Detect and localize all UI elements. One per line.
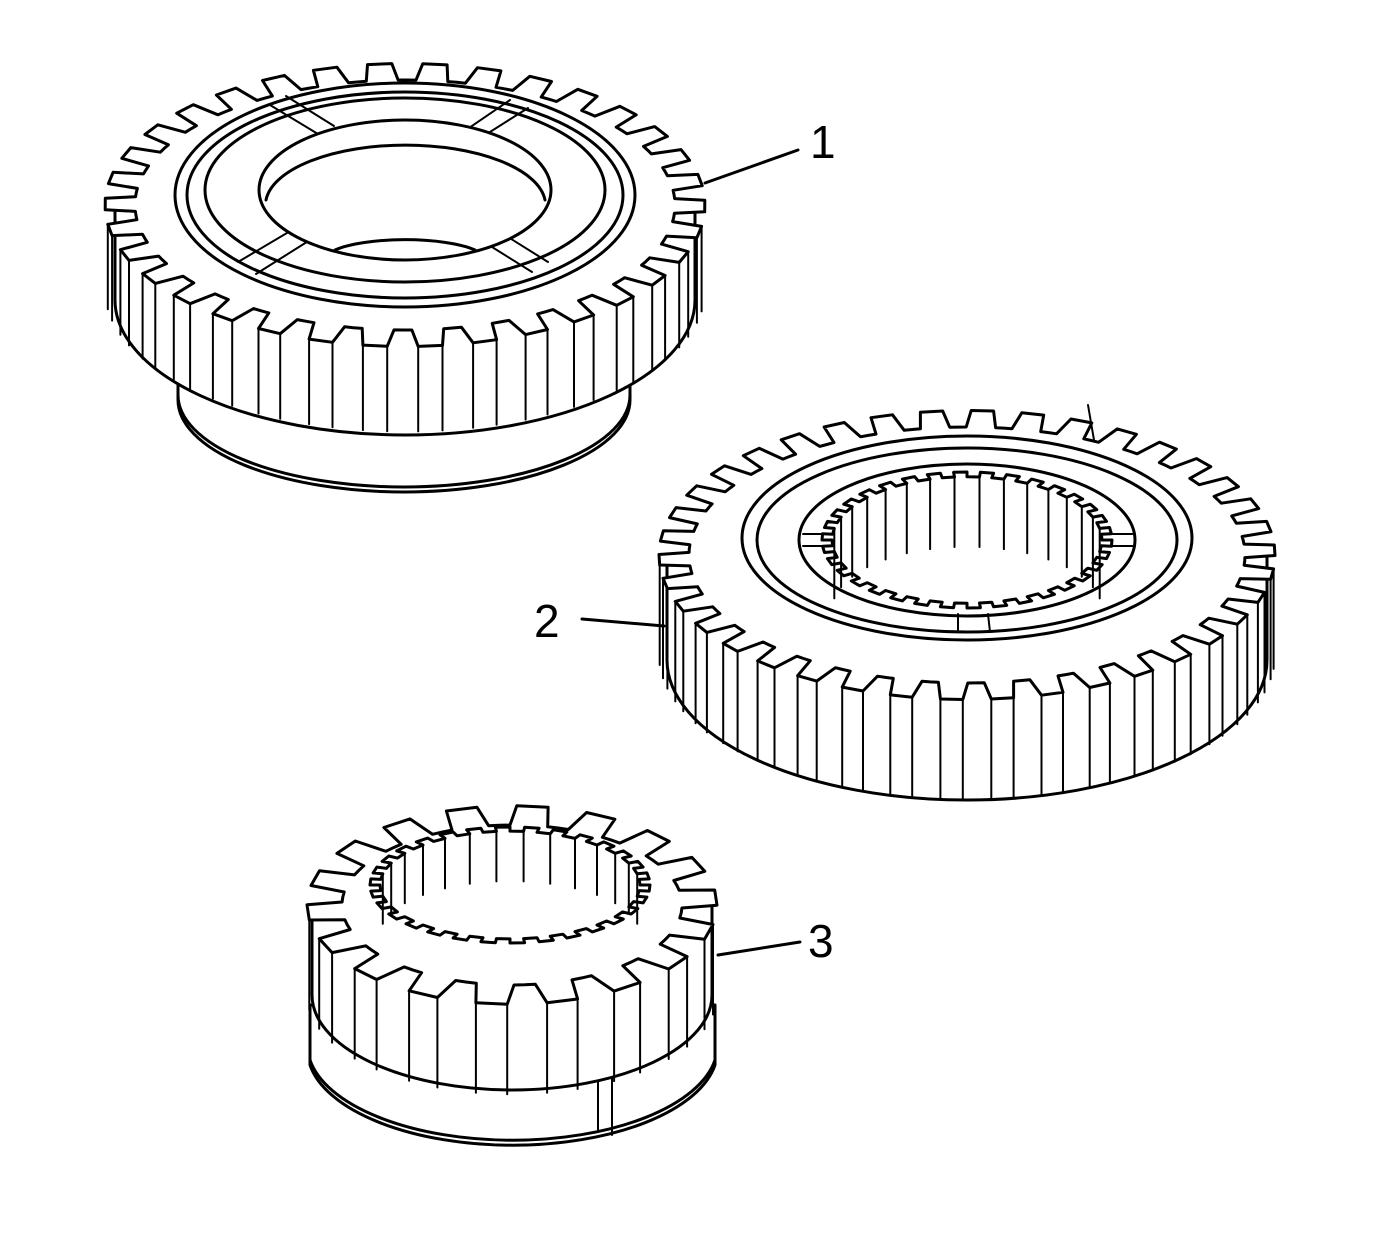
- gear-1: [103, 62, 707, 494]
- gear-1-face-slot-lower-left: [237, 229, 311, 275]
- gear-1-face-ring-inner-edge: [185, 90, 625, 300]
- gear-3: [305, 804, 719, 1147]
- gear-2-face-ring-inner: [755, 446, 1179, 634]
- gear-2: [657, 404, 1277, 802]
- gear-1-hub-bottom-edge: [176, 393, 632, 489]
- gear-3-spline-lines: [381, 830, 639, 925]
- gear-3-splined-bore: [368, 825, 652, 945]
- gear-2-spline-lines: [833, 476, 1101, 600]
- gear-1-face-slot-upper-left: [269, 95, 335, 135]
- gear-3-hub-bottom-edge: [308, 1058, 717, 1142]
- gear-3-tooth-ribs: [308, 919, 714, 1096]
- callout-2: 2: [534, 595, 666, 647]
- callout-1-leader: [703, 148, 800, 185]
- gear-2-ring-gap-top: [1087, 404, 1095, 441]
- callout-2-label: 2: [534, 595, 560, 647]
- gear-2-splined-bore: [820, 470, 1114, 610]
- callout-1: 1: [703, 116, 836, 185]
- gear-2-ring-gap-bottom: [957, 613, 991, 633]
- callout-3-leader: [716, 940, 802, 957]
- gear-1-tooth-ribs: [106, 223, 703, 433]
- gear-1-face-ring-step: [203, 96, 607, 284]
- callout-1-label: 1: [810, 116, 836, 168]
- gear-1-bore-lower-edge: [333, 238, 477, 252]
- gear-2-tooth-ribs: [658, 564, 1275, 801]
- callout-2-leader: [580, 617, 666, 628]
- callout-3-label: 3: [808, 915, 834, 967]
- callout-3: 3: [716, 915, 834, 967]
- gear-1-bore-inner-edge: [264, 143, 547, 202]
